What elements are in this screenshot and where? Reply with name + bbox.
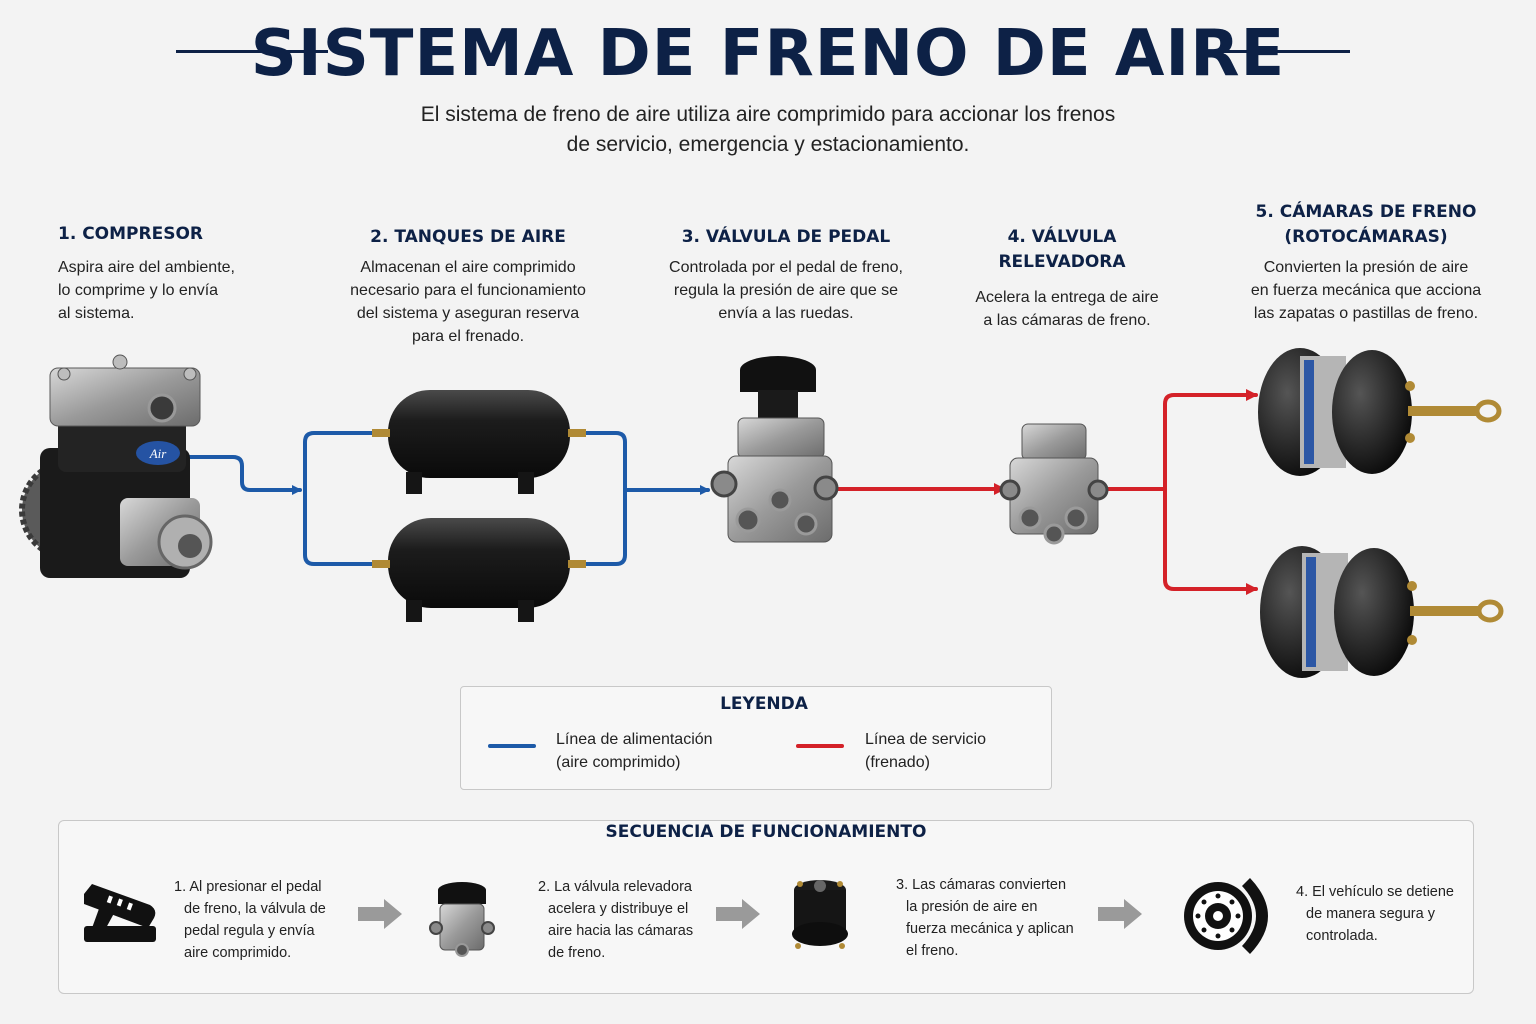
sequence-arrow-icon: [716, 899, 760, 929]
sequence-step-line: 1. Al presionar el pedal: [174, 879, 322, 895]
pedal-valve-desc-line: Controlada por el pedal de freno,: [669, 259, 903, 276]
sequence-step-line: de freno.: [548, 945, 606, 961]
brake-chamber-icon: [1258, 348, 1502, 476]
pedal-valve-description: Controlada por el pedal de freno, regula…: [646, 256, 926, 325]
pedal-valve-icon: [710, 356, 839, 543]
legend-label-line: (frenado): [865, 754, 930, 771]
legend-label-line: (aire comprimido): [556, 754, 681, 771]
sequence-step-1: 1. Al presionar el pedal de freno, la vá…: [174, 876, 334, 964]
relay-valve-icon: [429, 882, 495, 957]
brake-disc-icon: [1184, 878, 1268, 954]
sequence-title: SECUENCIA DE FUNCIONAMIENTO: [605, 822, 927, 842]
legend-label-service-line: Línea de servicio (frenado): [865, 728, 986, 774]
compressor-desc-line: Aspira aire del ambiente,: [58, 259, 235, 276]
sequence-step-line: acelera y distribuye el: [548, 901, 689, 917]
title-rule-right: [1208, 50, 1350, 53]
sequence-step-line: la presión de aire en: [906, 899, 1038, 915]
sequence-step-line: controlada.: [1306, 928, 1378, 944]
sequence-step-line: el freno.: [906, 943, 959, 959]
legend-box: [460, 686, 1052, 790]
feed-line: [184, 431, 710, 566]
sequence-step-2: 2. La válvula relevadora acelera y distr…: [538, 876, 698, 964]
brake-chambers-desc-line: en fuerza mecánica que acciona: [1250, 282, 1482, 299]
compressor-description: Aspira aire del ambiente, lo comprime y …: [58, 256, 235, 325]
legend-label-line: Línea de servicio: [865, 731, 986, 748]
relay-valve-title-line: 4. VÁLVULA: [1007, 227, 1117, 247]
sequence-step-line: 4. El vehículo se detiene: [1296, 884, 1454, 900]
sequence-step-line: de freno, la válvula de: [184, 901, 326, 917]
sequence-step-line: fuerza mecánica y aplican: [906, 921, 1074, 937]
compressor-desc-line: lo comprime y lo envía: [58, 282, 219, 299]
brake-chamber-icon: [1260, 546, 1504, 678]
pedal-valve-desc-line: regula la presión de aire que se: [673, 282, 899, 299]
brake-chambers-desc-line: Convierten la presión de aire: [1263, 259, 1469, 276]
air-tank-icon: [372, 390, 586, 494]
title-rule-left: [176, 50, 328, 53]
compressor-icon: Air: [19, 354, 213, 578]
page-subtitle: El sistema de freno de aire utiliza aire…: [368, 100, 1168, 160]
brake-chamber-icon: [792, 880, 848, 949]
sequence-step-4: 4. El vehículo se detiene de manera segu…: [1296, 881, 1466, 947]
sequence-step-line: aire hacia las cámaras: [548, 923, 694, 939]
air-tanks-desc-line: para el frenado.: [411, 328, 525, 345]
relay-valve-description: Acelera la entrega de aire a las cámaras…: [952, 286, 1182, 332]
sequence-step-line: 3. Las cámaras convierten: [896, 877, 1067, 893]
sequence-step-3: 3. Las cámaras convierten la presión de …: [896, 874, 1076, 962]
air-tanks-desc-line: del sistema y aseguran reserva: [356, 305, 580, 322]
air-tanks-description: Almacenan el aire comprimido necesario p…: [330, 256, 606, 348]
pedal-valve-desc-line: envía a las ruedas.: [718, 305, 854, 322]
legend-label-feed-line: Línea de alimentación (aire comprimido): [556, 728, 713, 774]
service-line: [833, 389, 1258, 595]
brake-chambers-description: Convierten la presión de aire en fuerza …: [1226, 256, 1506, 325]
air-tank-icon: [372, 518, 586, 622]
relay-valve-title-line: RELEVADORA: [998, 252, 1126, 272]
brake-chambers-title-line: 5. CÁMARAS DE FRENO: [1255, 202, 1477, 222]
sequence-arrow-icon: [358, 899, 402, 929]
pedal-valve-title: 3. VÁLVULA DE PEDAL: [681, 227, 891, 247]
relay-valve-desc-line: Acelera la entrega de aire: [975, 289, 1159, 306]
relay-valve-desc-line: a las cámaras de freno.: [983, 312, 1151, 329]
legend-swatch-feed-line: [488, 744, 536, 748]
subtitle-line-2: de servicio, emergencia y estacionamient…: [566, 133, 970, 156]
sequence-step-line: pedal regula y envía: [184, 923, 315, 939]
legend-title: LEYENDA: [720, 694, 808, 714]
relay-valve-icon: [999, 423, 1109, 545]
sequence-arrow-icon: [1098, 899, 1142, 929]
brake-chambers-title: 5. CÁMARAS DE FRENO (ROTOCÁMARAS): [1226, 200, 1506, 250]
sequence-step-line: aire comprimido.: [184, 945, 292, 961]
relay-valve-title: 4. VÁLVULA RELEVADORA: [952, 225, 1172, 275]
page-title: SISTEMA DE FRENO DE AIRE: [250, 17, 1286, 91]
brake-chambers-title-line: (ROTOCÁMARAS): [1284, 227, 1448, 247]
subtitle-line-1: El sistema de freno de aire utiliza aire…: [420, 103, 1116, 126]
compressor-title: 1. COMPRESOR: [58, 224, 203, 244]
legend-label-line: Línea de alimentación: [556, 731, 713, 748]
sequence-step-line: de manera segura y: [1306, 906, 1435, 922]
legend-swatch-service-line: [796, 744, 844, 748]
air-tanks-title: 2. TANQUES DE AIRE: [370, 227, 566, 247]
sequence-step-line: 2. La válvula relevadora: [538, 879, 692, 895]
brake-pedal-icon: [84, 884, 156, 942]
compressor-desc-line: al sistema.: [58, 305, 135, 322]
compressor-brand-label: Air: [149, 446, 168, 461]
air-tanks-desc-line: Almacenan el aire comprimido: [360, 259, 576, 276]
brake-chambers-desc-line: las zapatas o pastillas de freno.: [1253, 305, 1479, 322]
air-tanks-desc-line: necesario para el funcionamiento: [350, 282, 586, 299]
